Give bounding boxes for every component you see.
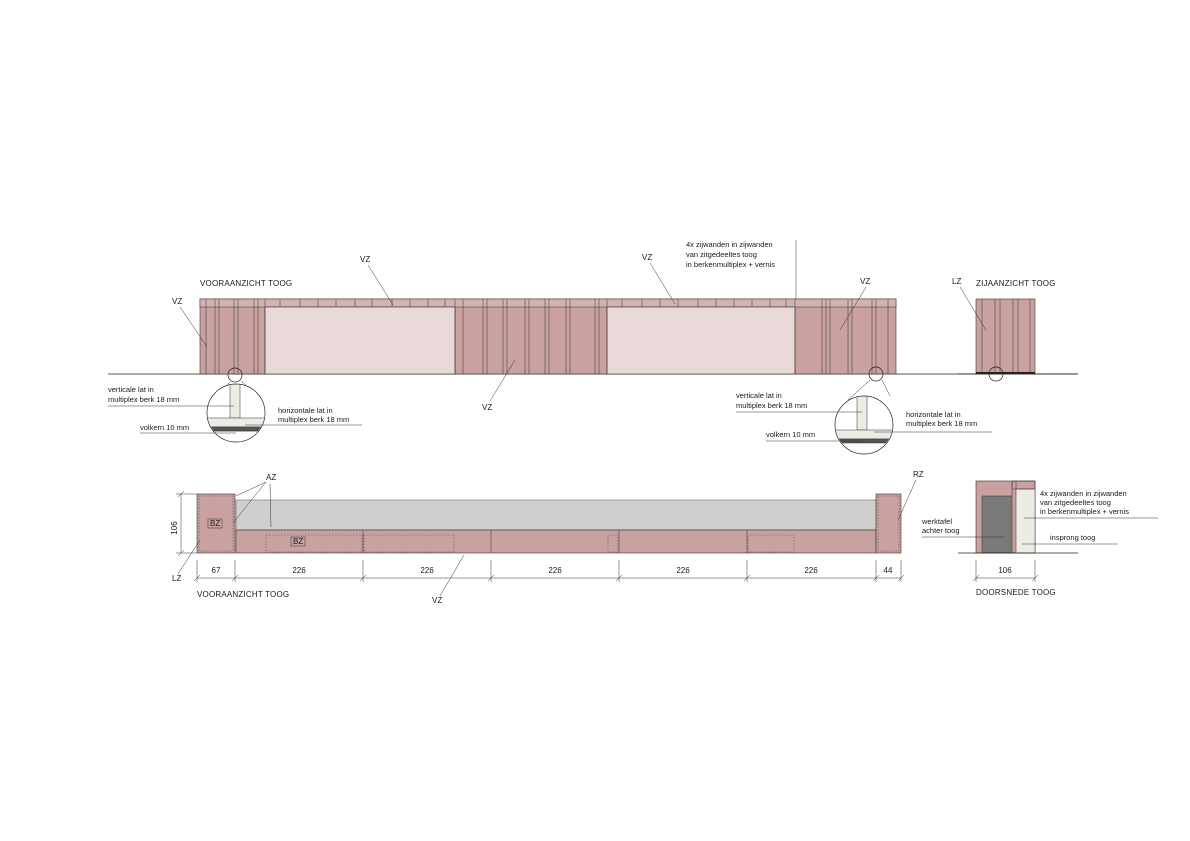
front-elevation: VOORAANZICHT TOOG VZ VZ VZ VZ VZ 4x zijw…	[108, 240, 1078, 412]
label-vz-3: VZ	[482, 403, 492, 412]
note-horizontale-lat-1: horizontale lat in	[278, 406, 333, 415]
note-insprong: insprong toog	[1050, 533, 1095, 542]
dim-seg-3: 226	[548, 566, 562, 575]
front-elevation-title: VOORAANZICHT TOOG	[200, 279, 292, 288]
rail-laths-right	[621, 299, 787, 307]
dim-section-depth: 106	[998, 566, 1012, 575]
note-zijwanden-3: in berkenmultiplex + vernis	[686, 260, 775, 269]
plan-title: VOORAANZICHT TOOG	[197, 590, 289, 599]
label-lz-plan: LZ	[172, 574, 181, 583]
seat-opening-1	[264, 306, 456, 375]
left-end-block	[196, 493, 236, 554]
note-horizontale-lat-r-1: horizontale lat in	[906, 410, 961, 419]
plan-view: BZ BZ AZ RZ LZ VZ 106	[170, 470, 924, 605]
note-verticale-lat-1: verticale lat in	[108, 385, 154, 394]
detail-marker-left	[227, 367, 243, 383]
label-bz-1: BZ	[210, 519, 220, 528]
dim-ticks	[193, 560, 905, 582]
note-zijwanden-b-1: 4x zijwanden in zijwanden	[1040, 489, 1127, 498]
label-vz-plan: VZ	[432, 596, 442, 605]
label-vz-5: VZ	[860, 277, 870, 286]
note-zijwanden-2: van zitgedeeltes toog	[686, 250, 757, 259]
note-volkern: volkern 10 mm	[140, 423, 189, 432]
note-verticale-lat-r-2: multiplex berk 18 mm	[736, 401, 807, 410]
right-end-block	[875, 493, 902, 554]
note-horizontale-lat-r-2: multiplex berk 18 mm	[906, 419, 977, 428]
note-zijwanden-b-3: in berkenmultiplex + vernis	[1040, 507, 1129, 516]
dim-seg-5: 226	[804, 566, 818, 575]
label-vz-4: VZ	[642, 253, 652, 262]
dim-seg-6: 44	[884, 566, 893, 575]
section-title: DOORSNEDE TOOG	[976, 588, 1056, 597]
note-volkern-r: volkern 10 mm	[766, 430, 815, 439]
note-horizontale-lat-2: multiplex berk 18 mm	[278, 415, 349, 424]
label-vz-1: VZ	[172, 297, 182, 306]
dim-height: 106	[170, 521, 179, 535]
note-zijwanden-b-2: van zitgedeeltes toog	[1040, 498, 1111, 507]
section-view: 4x zijwanden in zijwanden van zitgedeelt…	[921, 480, 1158, 597]
note-werktafel-1: werktafel	[921, 517, 952, 526]
rail-laths-left	[279, 299, 446, 307]
note-zijwanden-1: 4x zijwanden in zijwanden	[686, 240, 773, 249]
detail-right: verticale lat in multiplex berk 18 mm ho…	[736, 379, 992, 455]
note-verticale-lat-2: multiplex berk 18 mm	[108, 395, 179, 404]
seat-opening-2	[606, 306, 796, 375]
note-verticale-lat-r-1: verticale lat in	[736, 391, 782, 400]
dim-seg-2: 226	[420, 566, 434, 575]
label-bz-2: BZ	[293, 537, 303, 546]
vertical-laths-left	[205, 299, 266, 374]
dim-seg-1: 226	[292, 566, 306, 575]
dim-seg-4: 226	[676, 566, 690, 575]
label-lz-side: LZ	[952, 277, 961, 286]
label-rz: RZ	[913, 470, 924, 479]
dim-seg-0: 67	[212, 566, 221, 575]
top-rail	[199, 298, 897, 308]
label-az: AZ	[266, 473, 276, 482]
plan-front-strip	[235, 529, 877, 554]
side-elevation: ZIJAANZICHT TOOG LZ	[952, 277, 1078, 382]
counter-top-surface	[235, 499, 877, 531]
side-elevation-title: ZIJAANZICHT TOOG	[976, 279, 1056, 288]
vertical-laths-middle	[454, 299, 608, 374]
label-vz-2: VZ	[360, 255, 370, 264]
detail-left: verticale lat in multiplex berk 18 mm ho…	[108, 380, 362, 443]
note-werktafel-2: achter toog	[922, 526, 960, 535]
vertical-laths-right	[794, 299, 889, 374]
detail-marker-right	[868, 366, 884, 382]
